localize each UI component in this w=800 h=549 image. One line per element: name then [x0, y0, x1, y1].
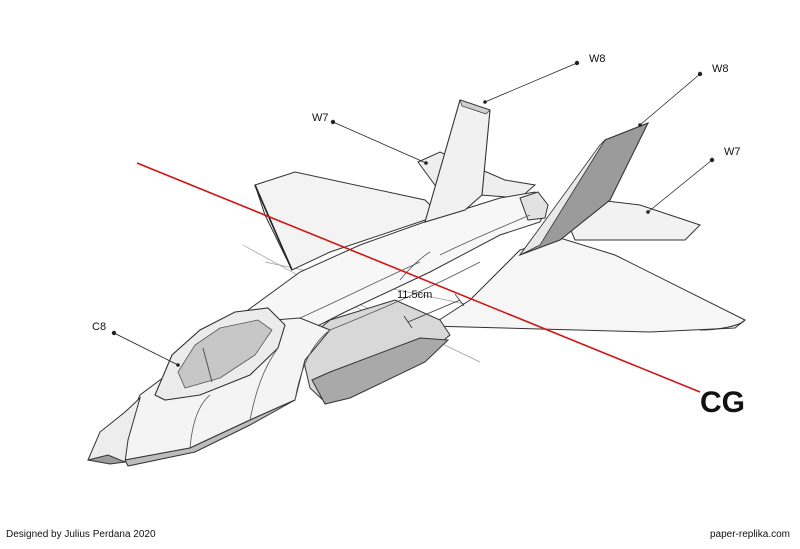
callout-leaders	[111, 60, 715, 367]
label-w8-left-fin: W8	[589, 53, 606, 65]
right-wing	[428, 237, 746, 333]
nose-tip	[87, 454, 127, 465]
fuselage-panel-lines	[189, 214, 531, 449]
designer-credit: Designed by Julius Perdana 2020	[6, 529, 156, 540]
left-wing	[254, 171, 441, 271]
cg-distance-label: 11.5cm	[397, 289, 432, 301]
website-link[interactable]: paper-replika.com	[709, 529, 790, 540]
left-fin-edge	[459, 99, 491, 115]
nose-underside	[124, 399, 296, 467]
right-wing-tip-curl	[699, 319, 746, 331]
right-fin-light-face	[519, 139, 606, 256]
left-fin	[424, 99, 491, 223]
label-c8-canopy: C8	[92, 321, 106, 333]
label-w7-right-stabilizer: W7	[724, 146, 741, 158]
label-w8-right-fin: W8	[712, 63, 729, 75]
intake-underside	[311, 337, 450, 405]
label-w7-left-stabilizer: W7	[312, 112, 329, 124]
canopy-frame	[202, 347, 213, 383]
left-wing-leading-edge	[254, 184, 293, 271]
cg-line	[136, 162, 701, 393]
cg-dimension	[403, 293, 465, 329]
canopy-glass	[177, 319, 273, 389]
cg-label: CG	[700, 386, 745, 419]
